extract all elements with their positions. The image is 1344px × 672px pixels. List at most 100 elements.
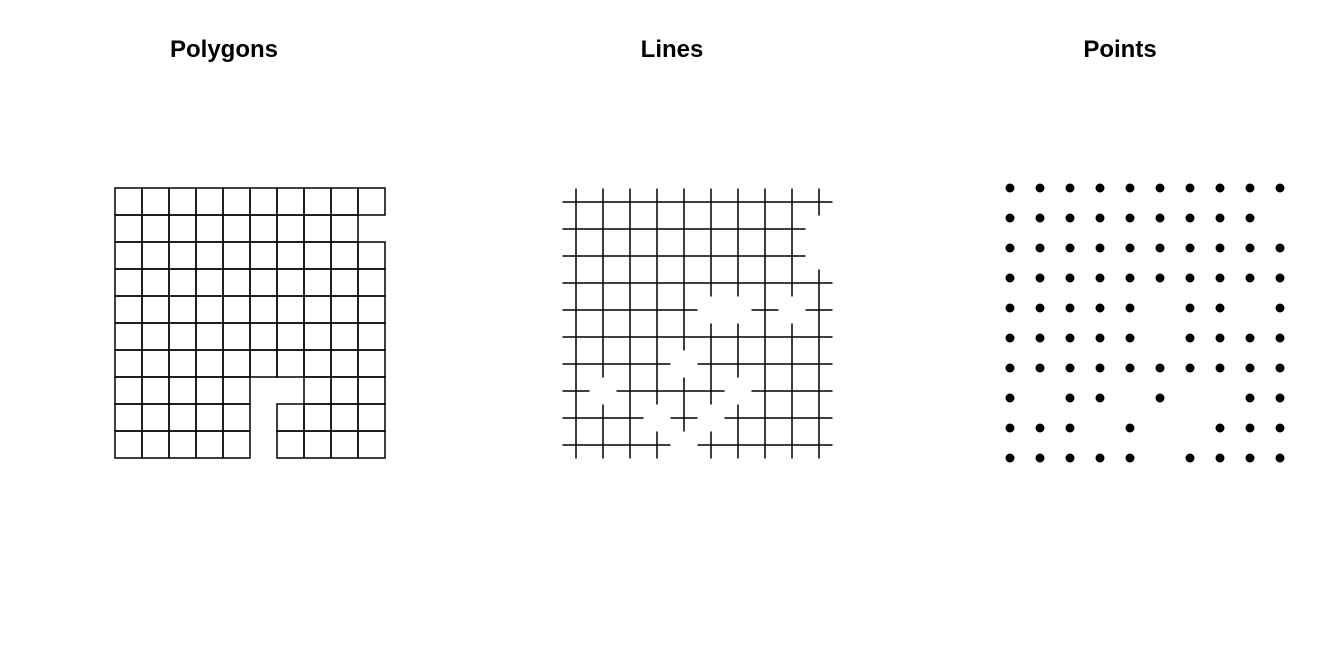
data-point	[1215, 183, 1225, 193]
polygon-cell	[330, 268, 359, 297]
polygon-cell	[330, 403, 359, 432]
data-point	[1155, 393, 1165, 403]
polygon-cell	[357, 268, 386, 297]
polygon-cell	[357, 430, 386, 459]
data-point	[1215, 273, 1225, 283]
data-point	[1065, 333, 1075, 343]
data-point	[1275, 453, 1285, 463]
data-point	[1275, 243, 1285, 253]
polygon-cell	[195, 322, 224, 351]
polygon-cell	[168, 214, 197, 243]
polygon-cell	[249, 187, 278, 216]
polygon-cell	[195, 241, 224, 270]
polygon-cell	[276, 403, 305, 432]
polygon-cell	[114, 349, 143, 378]
polygon-cell	[357, 376, 386, 405]
polygon-cell	[222, 349, 251, 378]
polygon-cell	[168, 430, 197, 459]
data-point	[1245, 273, 1255, 283]
polygon-cell	[141, 268, 170, 297]
polygon-cell	[276, 349, 305, 378]
data-point	[1185, 183, 1195, 193]
data-point	[1095, 453, 1105, 463]
polygon-cell	[276, 322, 305, 351]
polygon-cell	[357, 322, 386, 351]
data-point	[1095, 303, 1105, 313]
polygon-cell	[168, 349, 197, 378]
polygon-cell	[357, 349, 386, 378]
data-point	[1275, 363, 1285, 373]
data-point	[1065, 243, 1075, 253]
data-point	[1275, 183, 1285, 193]
polygon-cell	[222, 322, 251, 351]
polygon-cell	[141, 376, 170, 405]
data-point	[1215, 333, 1225, 343]
polygon-cell	[222, 376, 251, 405]
polygon-cell	[249, 322, 278, 351]
data-point	[1035, 273, 1045, 283]
polygon-cell	[330, 187, 359, 216]
polygon-cell	[303, 403, 332, 432]
data-point	[1185, 363, 1195, 373]
data-point	[1035, 303, 1045, 313]
polygon-cell	[222, 241, 251, 270]
polygon-cell	[303, 376, 332, 405]
polygon-cell	[222, 268, 251, 297]
polygons-plot	[114, 187, 386, 459]
polygon-cell	[168, 295, 197, 324]
polygon-cell	[114, 295, 143, 324]
polygon-cell	[222, 214, 251, 243]
polygon-cell	[195, 295, 224, 324]
polygon-cell	[303, 241, 332, 270]
polygon-cell	[168, 241, 197, 270]
data-point	[1065, 213, 1075, 223]
data-point	[1215, 453, 1225, 463]
data-point	[1125, 303, 1135, 313]
data-point	[1065, 453, 1075, 463]
polygon-cell	[168, 322, 197, 351]
polygon-cell	[114, 268, 143, 297]
polygon-cell	[168, 376, 197, 405]
lines-plot	[562, 188, 833, 459]
data-point	[1275, 333, 1285, 343]
polygon-cell	[249, 349, 278, 378]
points-panel: Points	[896, 0, 1344, 672]
polygon-cell	[114, 376, 143, 405]
polygon-cell	[195, 430, 224, 459]
polygon-cell	[330, 295, 359, 324]
polygon-cell	[141, 214, 170, 243]
data-point	[1215, 363, 1225, 373]
polygon-cell	[114, 403, 143, 432]
data-point	[1215, 303, 1225, 313]
data-point	[1245, 363, 1255, 373]
data-point	[1155, 213, 1165, 223]
polygon-cell	[330, 376, 359, 405]
data-point	[1125, 273, 1135, 283]
polygon-cell	[330, 241, 359, 270]
polygon-cell	[249, 295, 278, 324]
data-point	[1005, 213, 1015, 223]
data-point	[1005, 243, 1015, 253]
polygon-cell	[141, 295, 170, 324]
polygon-cell	[303, 349, 332, 378]
polygon-cell	[303, 295, 332, 324]
data-point	[1005, 333, 1015, 343]
polygon-cell	[303, 268, 332, 297]
polygon-cell	[330, 214, 359, 243]
polygon-cell	[141, 349, 170, 378]
points-plot	[1005, 183, 1285, 463]
data-point	[1005, 303, 1015, 313]
data-point	[1275, 423, 1285, 433]
data-point	[1155, 363, 1165, 373]
panel-title: Polygons	[169, 36, 278, 63]
data-point	[1185, 213, 1195, 223]
data-point	[1155, 243, 1165, 253]
data-point	[1125, 333, 1135, 343]
data-point	[1005, 273, 1015, 283]
data-point	[1095, 183, 1105, 193]
polygon-cell	[141, 187, 170, 216]
data-point	[1065, 183, 1075, 193]
data-point	[1125, 243, 1135, 253]
polygon-cell	[276, 268, 305, 297]
polygon-cell	[195, 268, 224, 297]
